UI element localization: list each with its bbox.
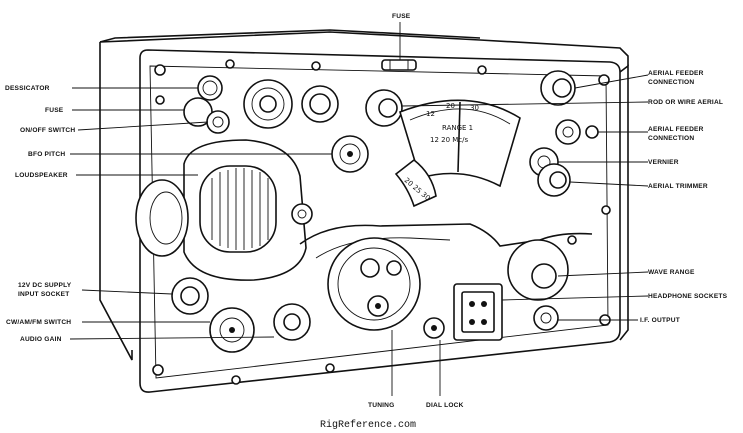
wave-range-switch bbox=[507, 239, 569, 301]
label-dc-supply-line1: 12V DC SUPPLY bbox=[18, 282, 72, 289]
label-vernier: VERNIER bbox=[648, 159, 679, 166]
label-aerial-trimmer: AERIAL TRIMMER bbox=[648, 183, 708, 190]
dial-band-text: 12 20 Mc/s bbox=[430, 136, 469, 144]
label-on-off-switch: ON/OFF SWITCH bbox=[20, 127, 75, 134]
on-off-switch bbox=[243, 79, 293, 129]
tuning-dial-window: 12 20 30 RANGE 1 12 20 Mc/s bbox=[399, 99, 521, 188]
label-aerial-feeder-2-line1: AERIAL FEEDER bbox=[648, 126, 704, 133]
label-dial-lock: DIAL LOCK bbox=[426, 402, 464, 409]
footer-watermark: RigReference.com bbox=[320, 419, 416, 431]
label-desiccator: DESSICATOR bbox=[5, 85, 50, 92]
desiccator bbox=[197, 75, 223, 101]
speaker-clip bbox=[291, 203, 313, 225]
aerial-trimmer-knob bbox=[537, 163, 571, 197]
dc-supply-input-socket bbox=[171, 277, 209, 315]
label-bfo-pitch: BFO PITCH bbox=[28, 151, 65, 158]
label-fuse-top: FUSE bbox=[392, 13, 411, 20]
label-if-output: I.F. OUTPUT bbox=[640, 317, 680, 324]
callout-labels: FUSE DESSICATOR FUSE ON/OFF SWITCH BFO P… bbox=[5, 13, 728, 409]
fuse-cap bbox=[183, 97, 230, 134]
headphone-socket-panel bbox=[453, 283, 503, 341]
dial-mark-30: 30 bbox=[470, 104, 479, 112]
aerial-rod-socket bbox=[365, 89, 403, 127]
label-tuning: TUNING bbox=[368, 402, 394, 409]
label-dc-supply-line2: INPUT SOCKET bbox=[18, 291, 70, 298]
dial-range-text: RANGE 1 bbox=[442, 124, 473, 132]
audio-gain-knob bbox=[273, 303, 311, 341]
label-cw-am-fm-switch: CW/AM/FM SWITCH bbox=[6, 319, 71, 326]
bfo-pitch-knob bbox=[331, 135, 369, 173]
leader-lines bbox=[69, 22, 649, 396]
tuning-knob bbox=[327, 237, 421, 331]
aerial-feeder-connection-mid bbox=[555, 119, 599, 145]
label-loudspeaker: LOUDSPEAKER bbox=[15, 172, 68, 179]
dial-mark-20: 20 bbox=[446, 102, 455, 110]
label-headphone-sockets: HEADPHONE SOCKETS bbox=[648, 293, 728, 300]
loudspeaker-cover-door bbox=[135, 179, 189, 257]
cw-am-fm-switch bbox=[209, 307, 255, 353]
label-rod-wire-aerial: ROD OR WIRE AERIAL bbox=[648, 99, 723, 106]
aerial-feeder-connection-top bbox=[540, 70, 576, 106]
label-aerial-feeder-1-line1: AERIAL FEEDER bbox=[648, 70, 704, 77]
dial-lock bbox=[423, 317, 445, 339]
label-aerial-feeder-1-line2: CONNECTION bbox=[648, 79, 694, 86]
dial-mark-12: 12 bbox=[426, 110, 435, 118]
label-aerial-feeder-2-line2: CONNECTION bbox=[648, 135, 694, 142]
label-audio-gain: AUDIO GAIN bbox=[20, 336, 62, 343]
meter-socket bbox=[301, 85, 339, 123]
fuse-holder-top bbox=[381, 59, 417, 71]
loudspeaker bbox=[183, 139, 307, 281]
label-fuse: FUSE bbox=[45, 107, 64, 114]
if-output-socket bbox=[533, 305, 559, 331]
label-wave-range: WAVE RANGE bbox=[648, 269, 695, 276]
